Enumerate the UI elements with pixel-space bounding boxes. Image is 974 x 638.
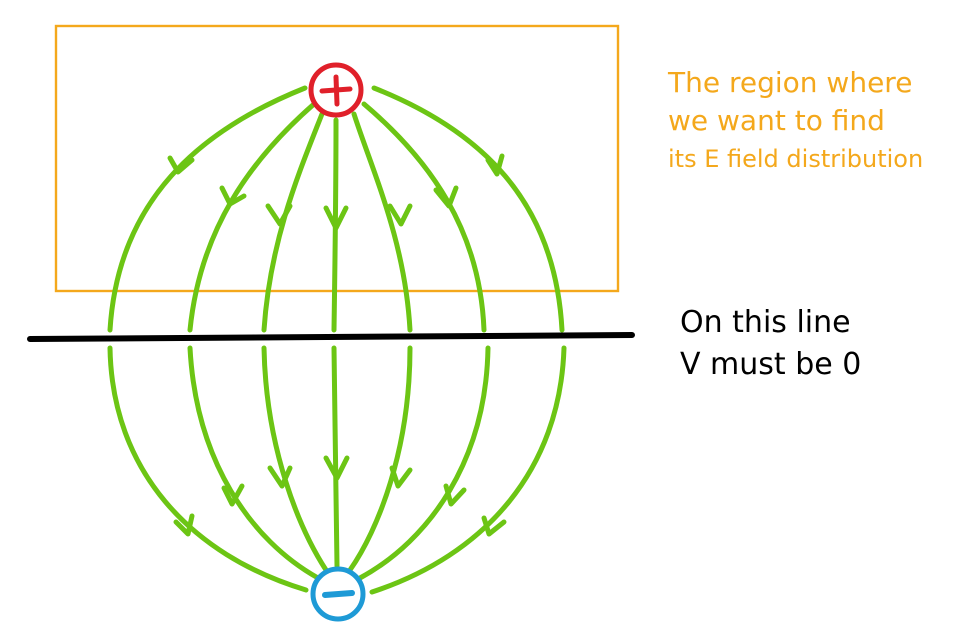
region-annotation-line-1: The region where xyxy=(668,66,913,99)
field-line-lower-5 xyxy=(347,345,413,573)
zero-line-annotation-line-2: V must be 0 xyxy=(680,347,862,382)
zero-line-annotation-line-1: On this line xyxy=(680,305,851,340)
arrow-lower-6 xyxy=(443,483,467,507)
region-annotation-line-3: its E field distribution xyxy=(668,145,924,173)
arrow-upper-6 xyxy=(433,185,459,209)
arrow-upper-2 xyxy=(219,185,247,207)
field-arrows xyxy=(167,153,507,537)
field-line-upper-5 xyxy=(351,111,413,333)
field-line-upper-2 xyxy=(187,101,317,333)
arrow-lower-1 xyxy=(173,513,195,537)
arrow-upper-7 xyxy=(485,153,505,177)
zero-potential-line xyxy=(27,332,635,342)
field-line-lower-7 xyxy=(369,345,567,595)
negative-charge-icon xyxy=(310,566,366,622)
arrow-lower-7 xyxy=(481,515,507,537)
arrow-upper-1 xyxy=(167,155,195,175)
zero-line-annotation: On this line V must be 0 xyxy=(680,302,861,386)
field-line-lower-4 xyxy=(331,345,340,569)
arrow-lower-4 xyxy=(323,455,350,481)
field-line-lower-2 xyxy=(187,345,321,581)
arrow-lower-2 xyxy=(221,483,245,507)
arrow-upper-5 xyxy=(387,203,413,227)
field-line-upper-1 xyxy=(107,85,308,333)
region-annotation-line-2: we want to find xyxy=(668,104,885,137)
positive-charge-icon xyxy=(308,62,364,118)
arrow-upper-3 xyxy=(265,203,293,227)
arrow-lower-3 xyxy=(267,465,293,489)
arrow-upper-4 xyxy=(323,205,349,231)
field-line-lower-3 xyxy=(261,345,329,573)
region-annotation: The region where we want to find its E f… xyxy=(668,64,923,178)
field-line-lower-1 xyxy=(107,345,309,593)
arrow-lower-5 xyxy=(389,465,413,489)
field-line-upper-7 xyxy=(371,85,565,333)
